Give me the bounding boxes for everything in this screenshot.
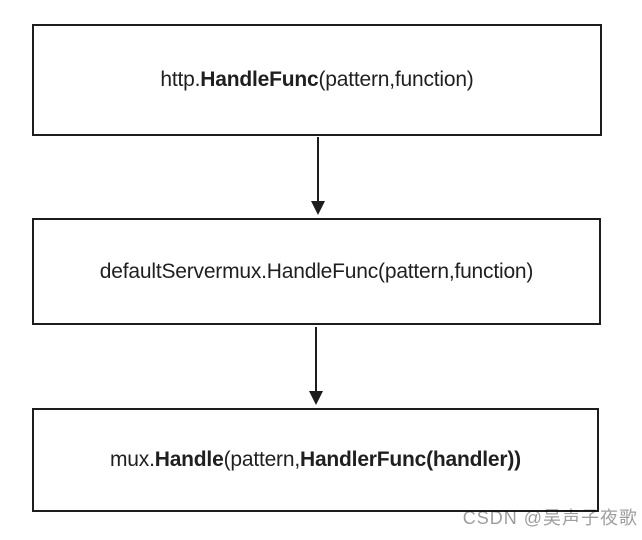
label-segment: (pattern,function)	[318, 68, 474, 91]
node-defaultservermux-handlefunc: defaultServermux.HandleFunc(pattern,func…	[32, 218, 601, 325]
arrowhead-down-icon	[311, 201, 325, 215]
label-segment-bold: Handle	[154, 448, 224, 471]
arrowhead-down-icon	[309, 391, 323, 405]
label-segment-bold: HandleFunc	[200, 68, 319, 91]
label-segment: mux.	[110, 448, 155, 471]
arrow-box1-to-box2	[311, 137, 325, 215]
arrow-stem	[317, 137, 319, 201]
label-segment: http.	[160, 68, 201, 91]
node-mux-handle: mux.Handle(pattern,HandlerFunc(handler))	[32, 408, 599, 512]
label-segment-bold: HandlerFunc(handler))	[299, 448, 521, 471]
label-segment: (pattern,	[223, 448, 301, 471]
node-http-handlefunc: http.HandleFunc(pattern,function)	[32, 24, 602, 136]
node-label: http.HandleFunc(pattern,function)	[160, 68, 473, 92]
arrow-box2-to-box3	[309, 327, 323, 405]
csdn-watermark: CSDN @吴声子夜歌	[462, 508, 638, 528]
node-label: mux.Handle(pattern,HandlerFunc(handler))	[110, 448, 521, 472]
label-segment: defaultServermux.HandleFunc(pattern,func…	[99, 259, 534, 283]
arrow-stem	[315, 327, 317, 391]
node-label: defaultServermux.HandleFunc(pattern,func…	[99, 259, 534, 284]
